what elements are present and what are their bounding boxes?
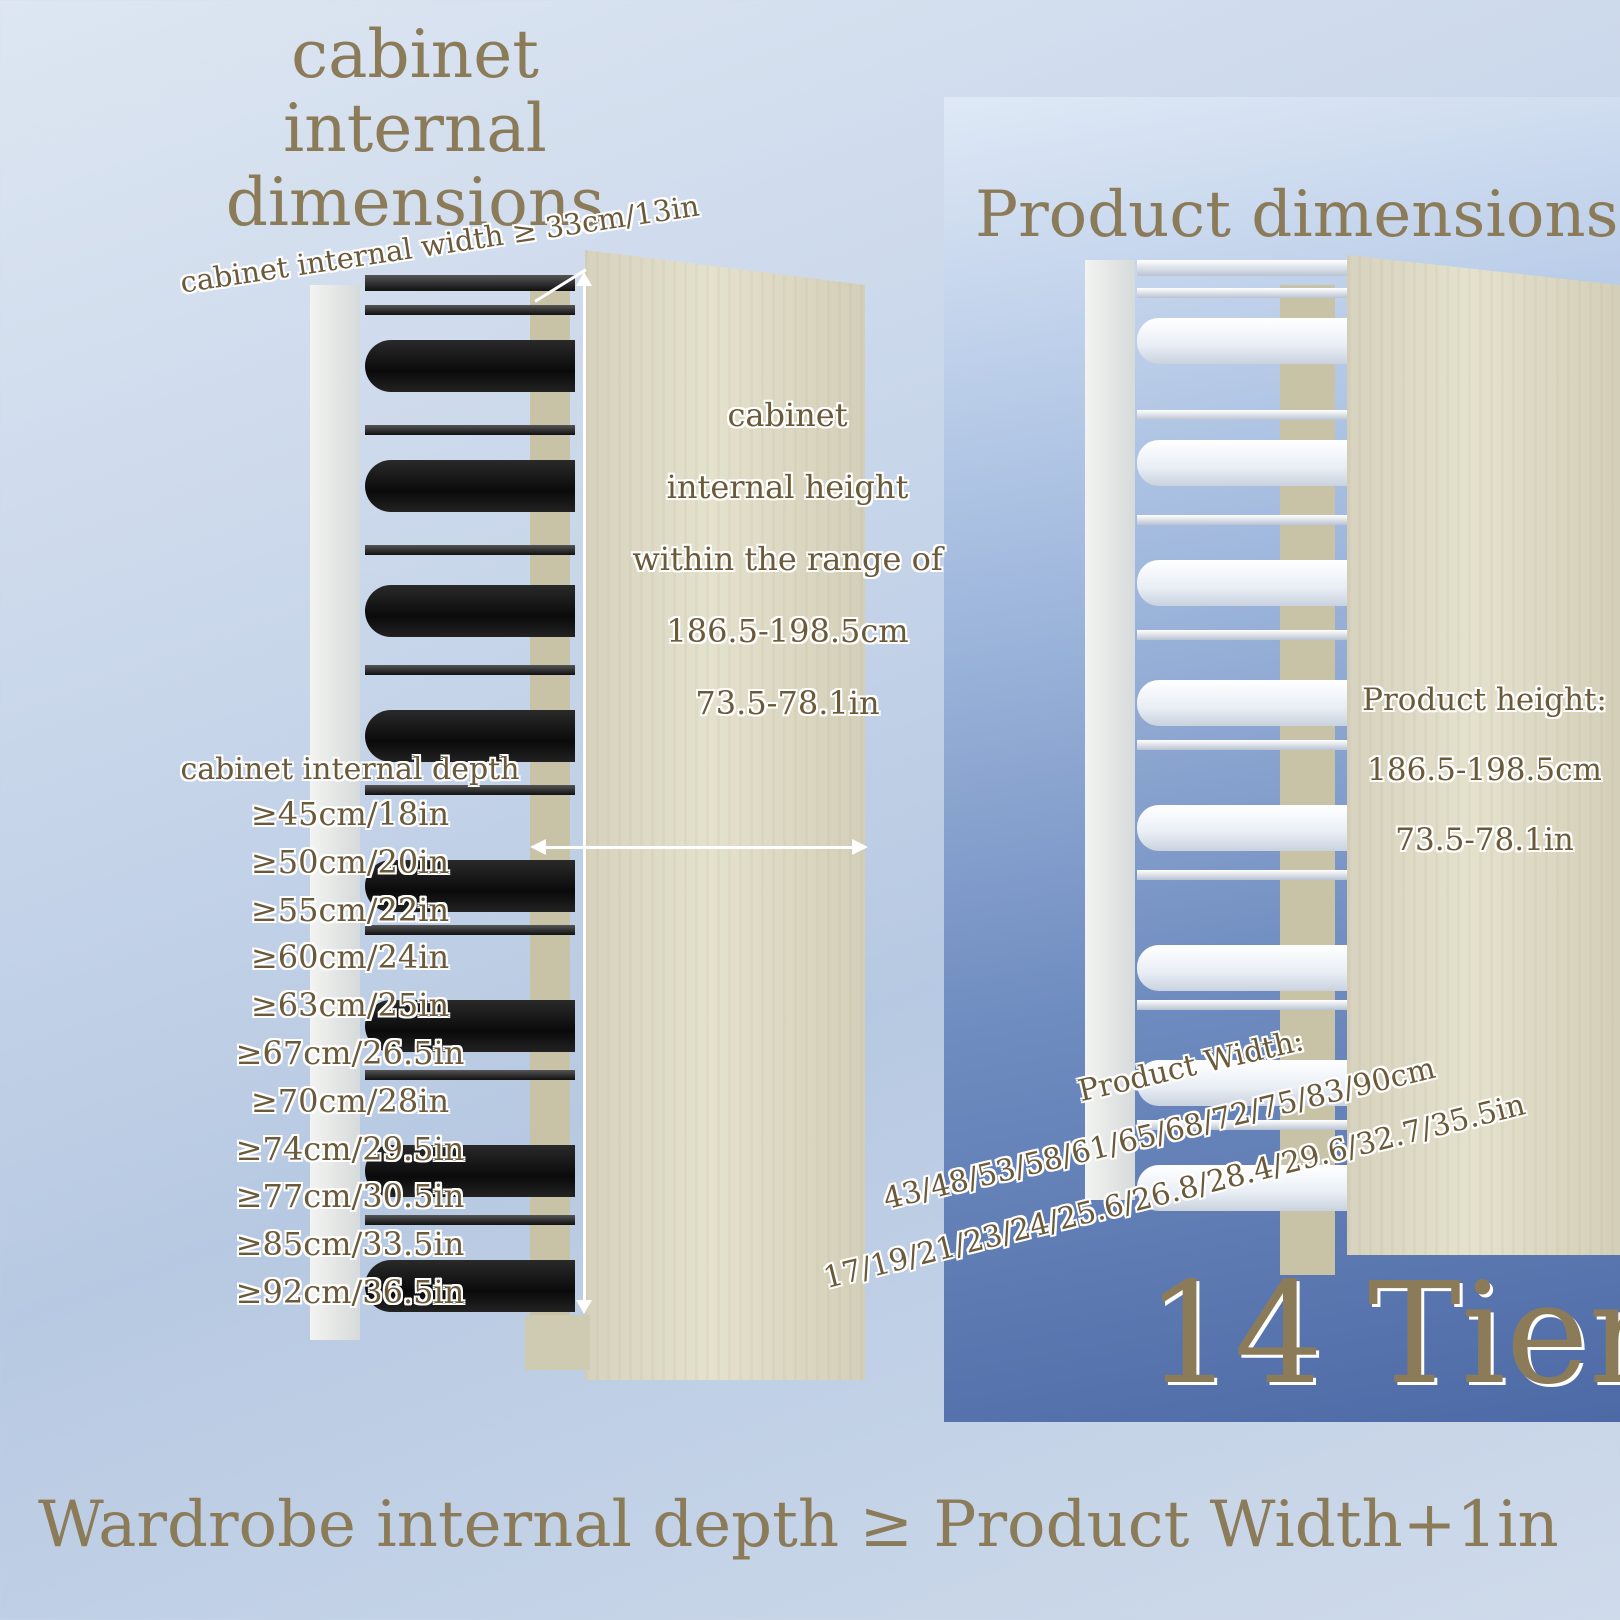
cabinet-height-cm: 186.5-198.5cm [666, 612, 909, 650]
product-height-title: Product height: [1362, 682, 1607, 718]
depth-option: ≥55cm/22in [250, 890, 450, 929]
depth-arrow-head-left [530, 839, 546, 855]
tier-count-label: 14 Tier [1145, 1253, 1620, 1416]
product-height-cm: 186.5-198.5cm [1367, 752, 1602, 788]
depth-option: ≥70cm/28in [250, 1081, 450, 1120]
cabinet-depth-title: cabinet internal depth [180, 752, 520, 787]
product-height-in: 73.5-78.1in [1395, 822, 1574, 858]
depth-option: ≥67cm/26.5in [235, 1033, 465, 1072]
depth-option: ≥60cm/24in [250, 938, 450, 977]
cabinet-right-wood-panel [585, 250, 865, 1380]
depth-option: ≥45cm/18in [250, 795, 450, 833]
cabinet-height-block: cabinet internal height within the range… [620, 395, 955, 755]
cabinet-left-side-panel [310, 285, 360, 1340]
cabinet-height-line: cabinet [727, 396, 848, 434]
depth-option: ≥50cm/20in [250, 842, 450, 881]
black-shoe-rack [365, 265, 575, 1315]
white-shoe-rack [1137, 260, 1347, 1260]
cabinet-right-wood-panel [1347, 255, 1620, 1255]
product-height-block: Product height: 186.5-198.5cm 73.5-78.1i… [1352, 680, 1617, 890]
depth-arrow [538, 846, 858, 849]
depth-option: ≥85cm/33.5in [235, 1225, 465, 1264]
cabinet-illustration-right [1085, 255, 1620, 1305]
cabinet-height-line: internal height [666, 468, 909, 506]
depth-arrow-head-right [852, 839, 868, 855]
cabinet-dimensions-heading: cabinet internal dimensions [225, 16, 605, 241]
height-arrow [583, 278, 586, 1306]
cabinet-left-side-panel [1085, 260, 1135, 1200]
product-dimensions-heading: Product dimensions [975, 178, 1619, 252]
height-arrow-head-bottom [576, 1300, 592, 1314]
cabinet-height-in: 73.5-78.1in [695, 684, 880, 722]
depth-option: ≥74cm/29.5in [235, 1129, 465, 1168]
cabinet-height-line: within the range of [632, 540, 943, 578]
depth-option: ≥63cm/25in [250, 986, 450, 1025]
wardrobe-depth-note: Wardrobe internal depth ≥ Product Width+… [38, 1488, 1559, 1562]
cabinet-illustration-left [310, 250, 885, 1380]
height-arrow-head-top [576, 272, 592, 286]
cabinet-bottom-plinth [525, 1315, 590, 1370]
depth-option: ≥92cm/36.5in [235, 1272, 465, 1311]
depth-option: ≥77cm/30.5in [235, 1177, 465, 1216]
cabinet-depth-list: cabinet internal depth ≥45cm/18in ≥50cm/… [170, 752, 530, 1317]
